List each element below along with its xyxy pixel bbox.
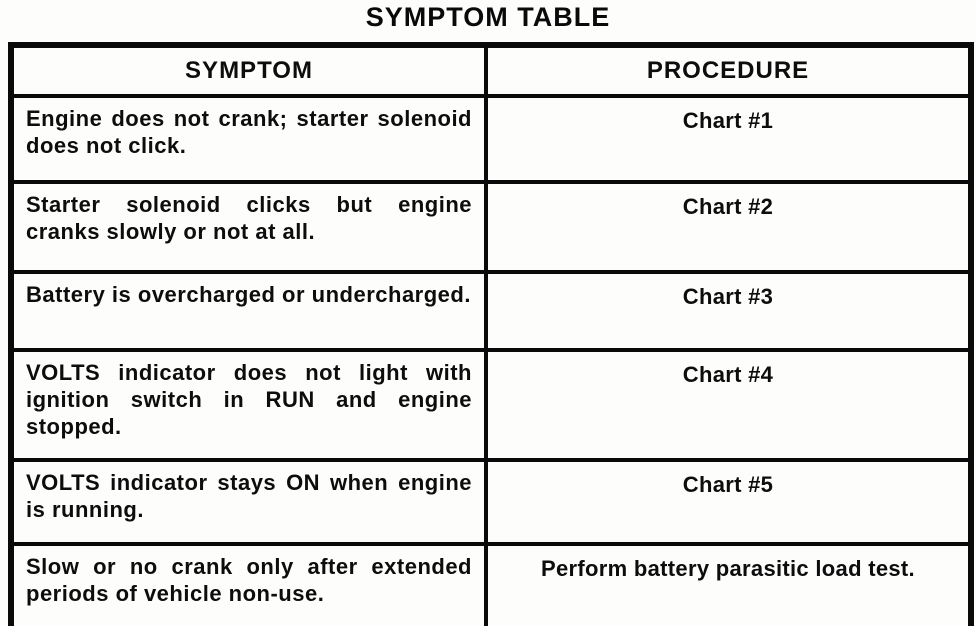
page-title: SYMPTOM TABLE — [365, 2, 611, 32]
table-row: Starter solenoid clicks but engine crank… — [9, 180, 973, 274]
procedure-cell: Chart #3 — [484, 270, 973, 352]
symptom-cell: Slow or no crank only after extended per… — [9, 542, 488, 626]
procedure-cell: Perform battery parasitic load test. — [484, 542, 973, 626]
symptom-cell: VOLTS indicator does not light with igni… — [9, 348, 488, 462]
symptom-cell: Battery is overcharged or undercharged. — [9, 270, 488, 352]
table-row: Battery is overcharged or undercharged. … — [9, 270, 973, 352]
symptom-table: SYMPTOM PROCEDURE Engine does not crank;… — [8, 42, 974, 626]
table-row: VOLTS indicator stays ON when engine is … — [9, 458, 973, 546]
procedure-cell: Chart #4 — [484, 348, 973, 462]
symptom-table-header: SYMPTOM PROCEDURE — [9, 43, 973, 98]
table-row: Engine does not crank; starter solenoid … — [9, 94, 973, 184]
column-header-symptom: SYMPTOM — [9, 43, 488, 98]
procedure-cell: Chart #5 — [484, 458, 973, 546]
table-row: VOLTS indicator does not light with igni… — [9, 348, 973, 462]
symptom-cell: Starter solenoid clicks but engine crank… — [9, 180, 488, 274]
table-row: Slow or no crank only after extended per… — [9, 542, 973, 626]
symptom-cell: VOLTS indicator stays ON when engine is … — [9, 458, 488, 546]
column-header-procedure: PROCEDURE — [484, 43, 973, 98]
header-row: SYMPTOM PROCEDURE — [9, 43, 973, 98]
procedure-cell: Chart #1 — [484, 94, 973, 184]
symptom-table-body: Engine does not crank; starter solenoid … — [9, 94, 973, 626]
symptom-cell: Engine does not crank; starter solenoid … — [9, 94, 488, 184]
procedure-cell: Chart #2 — [484, 180, 973, 274]
